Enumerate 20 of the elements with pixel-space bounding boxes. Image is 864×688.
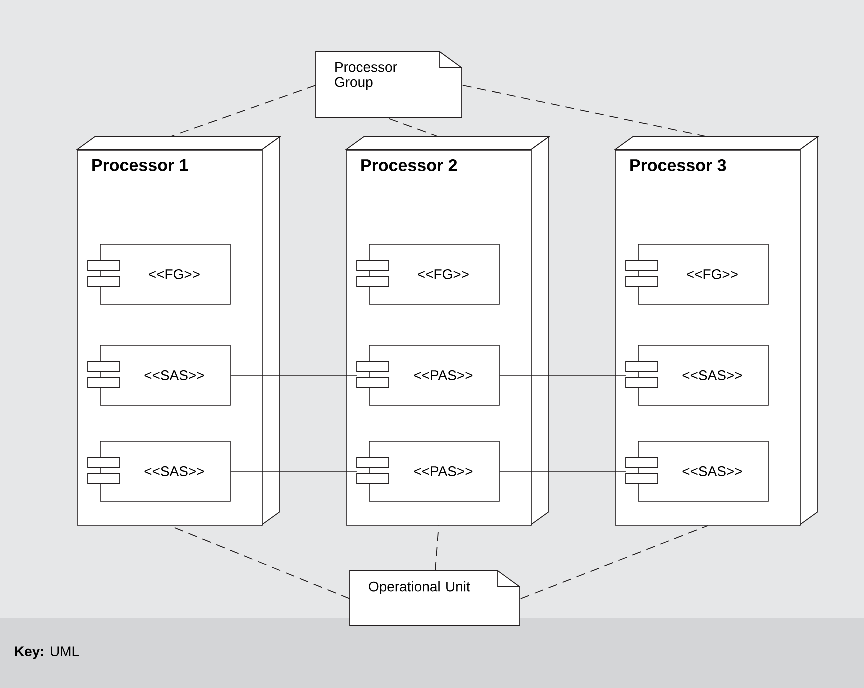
note: Processor Group — [316, 52, 462, 118]
connector — [230, 375, 358, 376]
component-box: <<SAS>> — [88, 441, 231, 502]
component-box: <<FG>> — [88, 244, 231, 305]
note: Operational Unit — [350, 570, 520, 626]
connector — [230, 471, 358, 472]
connector — [389, 118, 440, 138]
component-box: <<SAS>> — [88, 345, 231, 406]
connector — [170, 85, 316, 138]
component-box: <<PAS>> — [356, 441, 500, 502]
component-box: <<FG>> — [626, 244, 769, 305]
connector — [499, 471, 626, 472]
component-box: <<PAS>> — [356, 345, 500, 406]
connector — [462, 85, 708, 138]
key-text: Key: UML — [15, 646, 80, 660]
connector — [520, 525, 708, 600]
component-box: <<SAS>> — [626, 441, 769, 502]
component-box: <<SAS>> — [626, 345, 769, 406]
connector — [499, 375, 626, 376]
component-box: <<FG>> — [356, 244, 500, 305]
